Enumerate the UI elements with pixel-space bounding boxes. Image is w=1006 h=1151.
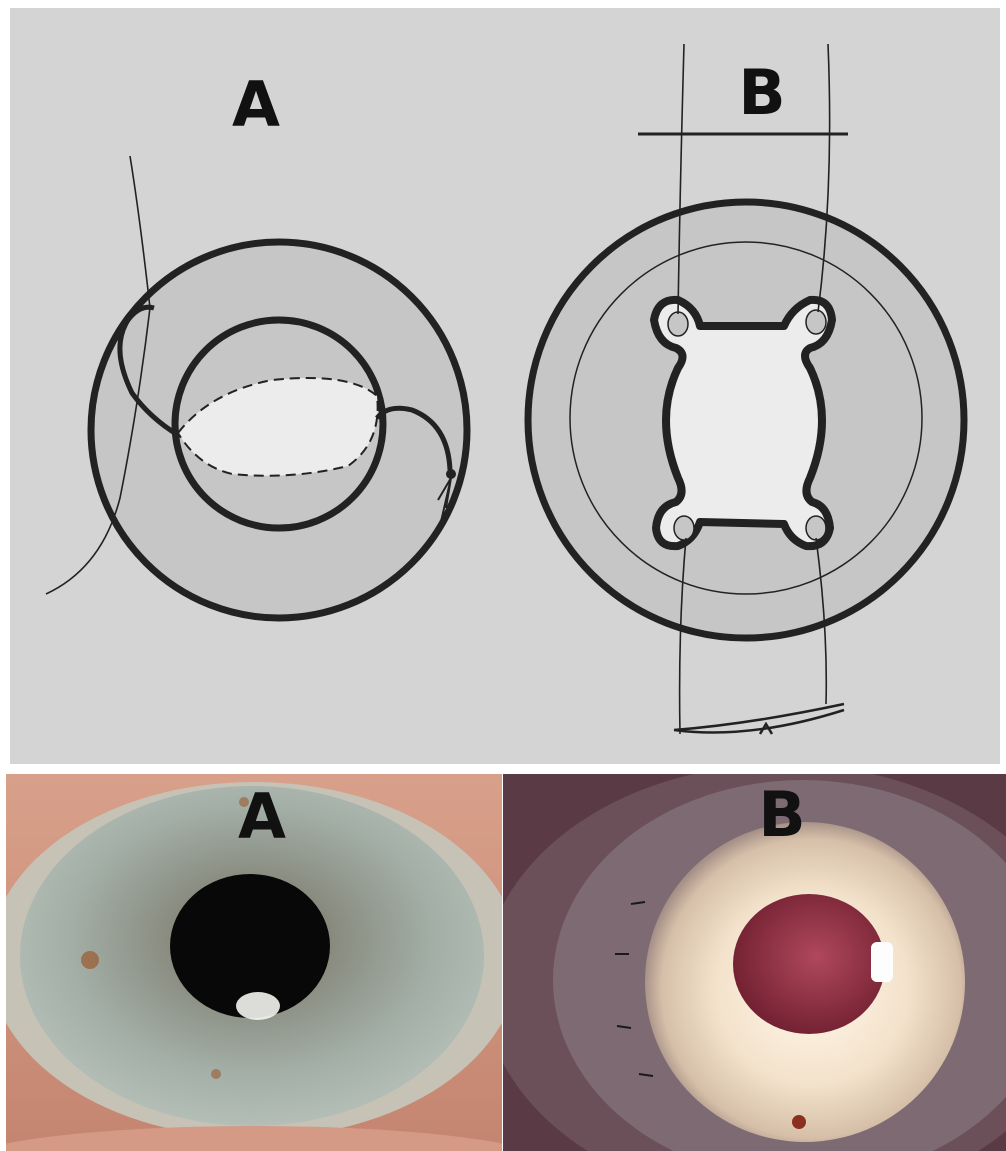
drawing-b-eyelet-tl (668, 312, 688, 336)
schematic-drawings (10, 8, 1000, 764)
drawing-b-label: B (732, 62, 792, 124)
photo-b-label: B (752, 784, 812, 846)
drawing-a-label: A (226, 74, 286, 136)
drawing-b-implant (654, 300, 832, 546)
schematic-panel (10, 8, 1000, 764)
photo-b-pigment-spot (792, 1115, 806, 1129)
photo-a-light-reflex (236, 992, 280, 1020)
drawing-a (46, 156, 467, 618)
photo-b-pupil (733, 894, 885, 1034)
drawing-b-eyelet-tr (806, 310, 826, 334)
photo-a-pigment-spot-1 (81, 951, 99, 969)
drawing-b-eyelet-br (806, 516, 826, 540)
photo-a-label: A (232, 786, 292, 848)
drawing-b-eyelet-bl (674, 516, 694, 540)
photo-a-pigment-spot-2 (211, 1069, 221, 1079)
drawing-b (528, 44, 964, 734)
drawing-a-suture-knot (446, 469, 456, 479)
photo-b-light-reflex (871, 942, 893, 982)
drawing-b-suture-bottom (674, 704, 844, 734)
